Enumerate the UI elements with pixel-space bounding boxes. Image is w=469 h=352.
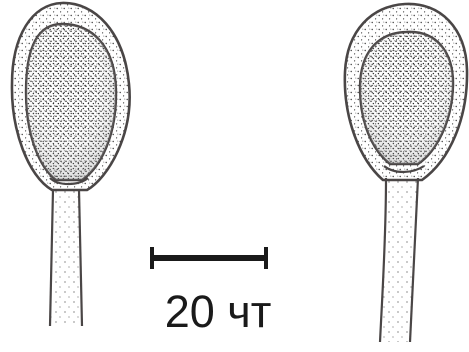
scale-bar xyxy=(152,247,266,269)
scale-bar-label: 20 чт xyxy=(118,286,318,338)
left-inner-body xyxy=(26,24,116,180)
right-stalk xyxy=(380,178,418,342)
left-cell xyxy=(12,3,130,326)
left-stalk xyxy=(50,190,82,326)
right-cell xyxy=(345,4,467,342)
